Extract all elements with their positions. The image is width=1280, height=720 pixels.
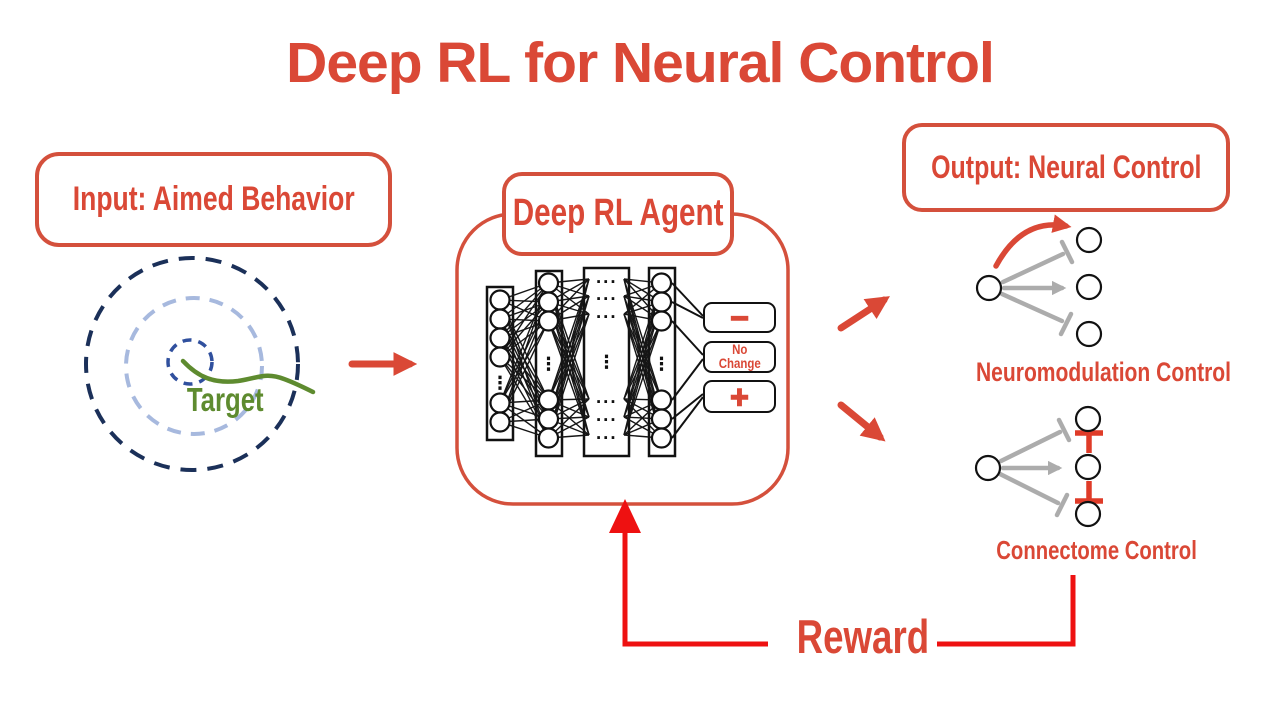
nn-hdots-1: ... xyxy=(596,269,618,287)
nn-vdots-2: ⋮ xyxy=(540,354,558,375)
nn-hdots-6: ... xyxy=(596,425,618,443)
nn-node xyxy=(650,291,673,313)
inhibitory-line-top xyxy=(1000,251,1066,285)
nn-output-lines xyxy=(671,282,704,439)
deep-rl-agent-label-box: Deep RL Agent xyxy=(502,172,734,256)
connectome-diagram xyxy=(974,405,1103,528)
inhibitory-line-bottom xyxy=(999,291,1065,324)
outer-ring xyxy=(84,256,300,472)
nn-node xyxy=(489,327,511,349)
deep-rl-agent-label: Deep RL Agent xyxy=(512,192,724,235)
nn-node xyxy=(650,408,673,430)
nn-node xyxy=(537,272,560,294)
agent-to-neuromodulation-arrow xyxy=(837,296,890,332)
nn-nodes xyxy=(489,272,673,449)
nn-layer3-rect xyxy=(582,266,631,458)
nn-node xyxy=(650,272,673,294)
nn-node xyxy=(489,308,511,330)
input-behavior-label: Input: Aimed Behavior xyxy=(72,179,355,218)
inhibitory-line-top xyxy=(998,429,1063,464)
plus-label: + xyxy=(729,378,749,415)
neuron xyxy=(974,454,1002,482)
nn-node xyxy=(537,427,560,449)
nn-ellipsis: ⋮ ⋮ ⋮ ⋮ ... ... ... ... ... ... xyxy=(491,269,671,443)
nn-node xyxy=(537,310,560,332)
nn-edges xyxy=(499,278,663,439)
inhibitory-line-bottom xyxy=(997,471,1061,506)
neuron xyxy=(1074,500,1102,528)
nn-node xyxy=(489,346,511,368)
neuron xyxy=(1074,405,1102,433)
worm-path xyxy=(180,358,316,395)
nn-node xyxy=(537,389,560,411)
inhibitory-tbar-bottom xyxy=(1054,492,1070,518)
inhibitory-tbar-bottom xyxy=(1058,311,1074,337)
nn-node xyxy=(489,411,511,433)
neuron xyxy=(1075,273,1103,301)
nn-node xyxy=(489,289,511,311)
nn-node xyxy=(650,389,673,411)
neuron xyxy=(1075,320,1103,348)
neuromodulation-label: Neuromodulation Control xyxy=(975,357,1232,387)
neuron xyxy=(1074,453,1102,481)
nn-node xyxy=(537,408,560,430)
inhibitory-tbar-top xyxy=(1056,417,1072,443)
nn-hdots-3: ... xyxy=(596,304,618,322)
reward-feedback xyxy=(609,499,1076,647)
connectome-label: Connectome Control xyxy=(996,535,1197,565)
target-label: Target xyxy=(187,381,264,418)
nn-vdots-4: ⋮ xyxy=(653,354,671,375)
neuromodulation-arc-arrow xyxy=(993,214,1072,269)
nn-node xyxy=(650,310,673,332)
minus-button: − xyxy=(703,299,776,336)
inhibitory-tbar-top xyxy=(1059,239,1075,265)
reward-line-left xyxy=(622,516,768,647)
nn-vdots-1: ⋮ xyxy=(491,373,509,394)
reward-label: Reward xyxy=(796,610,930,663)
middle-ring xyxy=(124,296,264,436)
reward-line-right xyxy=(937,575,1076,647)
nn-vdots-3: ⋮ xyxy=(598,352,616,373)
neural-network: ⋮ ⋮ ⋮ ⋮ ... ... ... ... ... ... xyxy=(485,266,704,458)
nn-node xyxy=(650,427,673,449)
output-label: Output: Neural Control xyxy=(930,148,1202,185)
plus-button: + xyxy=(703,380,776,413)
target-rings xyxy=(84,256,316,472)
input-behavior-box: Input: Aimed Behavior xyxy=(35,152,392,247)
agent-to-connectome-arrow xyxy=(837,401,886,442)
page-title: Deep RL for Neural Control xyxy=(286,31,995,95)
nn-hdots-4: ... xyxy=(596,389,618,407)
neuromodulation-diagram xyxy=(975,214,1103,348)
neuron xyxy=(975,274,1003,302)
minus-label: − xyxy=(729,299,749,336)
reward-arrowhead xyxy=(609,499,641,533)
nn-hdots-2: ... xyxy=(596,286,618,304)
nn-node xyxy=(537,291,560,313)
output-box: Output: Neural Control xyxy=(902,123,1230,212)
nn-node xyxy=(489,392,511,414)
nn-hdots-5: ... xyxy=(596,407,618,425)
inner-ring xyxy=(166,338,214,386)
neuron xyxy=(1075,226,1103,254)
